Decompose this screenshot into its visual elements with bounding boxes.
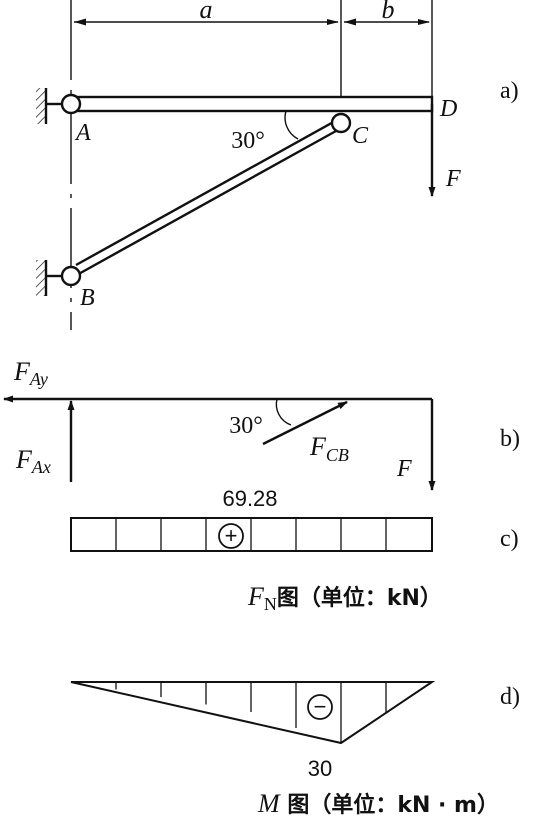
label-fcb-sub: CB [326,445,349,465]
label-b: B [80,285,95,311]
label-fcb: FCB [309,432,349,465]
minus-sign-text: − [314,694,327,719]
moment-title-rest: 图（单位：kN · m） [280,792,499,818]
label-fay-sub: Ay [29,369,48,389]
pin-support-a [36,88,82,124]
label-fay-main: F [13,357,31,386]
force-fcb-arrow [262,400,348,446]
panel-c: 69.28 + FN图（单位：kN） c) [70,486,519,614]
beam-ad [69,95,434,113]
angle-label-b: 30° [229,413,263,439]
bar-bc [65,113,347,283]
angle-arc-a [284,110,299,140]
axial-force-title: FN图（单位：kN） [247,582,442,614]
dim-a-arrow-left [74,18,86,26]
angle-arc-b [275,398,292,426]
hinge-c [330,112,352,134]
moment-value: 30 [308,756,332,781]
label-d: D [439,96,457,122]
axial-title-main: F [247,582,265,611]
axial-force-value: 69.28 [222,486,277,511]
axial-title-rest: 图（单位：kN） [277,585,442,611]
label-fax: FAx [15,445,51,477]
minus-sign-icon [307,694,333,720]
caption-a: a) [500,78,519,104]
panel-d: − 30 M 图（单位：kN · m） d) [70,681,520,818]
angle-label-a: 30° [231,128,265,154]
axial-title-sub: N [264,594,277,614]
label-fay: FAy [13,357,48,389]
moment-title: M 图（单位：kN · m） [257,789,499,818]
moment-hatch-lines [115,682,387,743]
label-a: A [74,120,91,146]
pin-support-b [36,260,82,296]
label-c: C [352,123,369,149]
dim-b-label: b [382,0,395,24]
dim-a-label: a [200,0,213,24]
label-f: F [445,166,461,192]
label-fax-sub: Ax [31,457,51,477]
panel-b: 30° FAy FAx FCB F b) [3,357,520,491]
caption-c: c) [500,526,519,552]
label-f-fbd: F [396,456,412,482]
label-fax-main: F [15,445,33,474]
moment-title-main: M [257,789,281,818]
caption-b: b) [500,426,520,452]
panel-a: a b 30° [36,0,519,330]
axial-hatch-lines [115,518,387,551]
plus-sign-icon [218,523,244,549]
caption-d: d) [500,684,520,710]
plus-sign-text: + [225,523,238,548]
label-fcb-main: F [309,432,327,461]
dim-b-arrow-left [344,18,356,26]
